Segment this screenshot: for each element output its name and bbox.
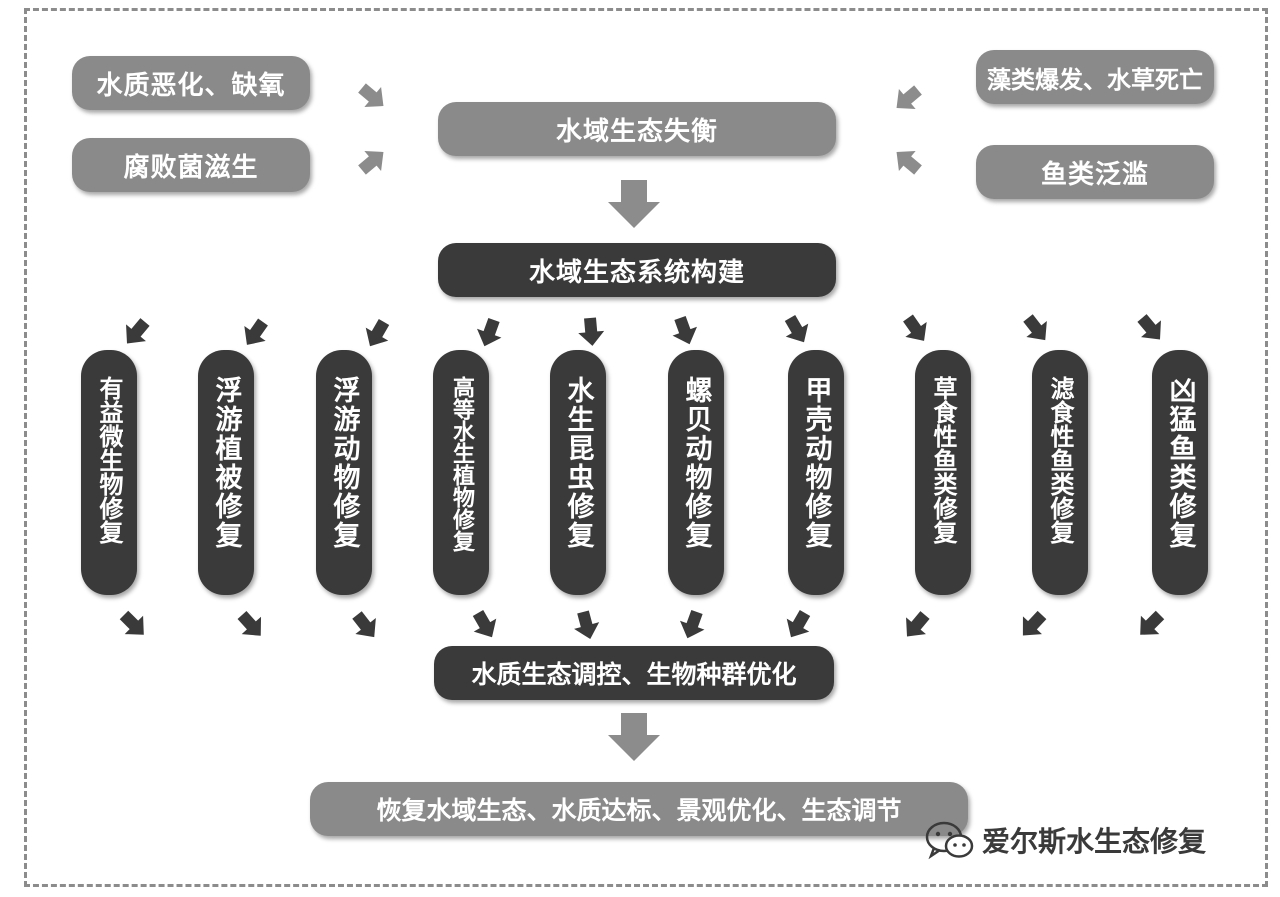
measure-label: 浮游动物修复 bbox=[328, 376, 360, 550]
measure-column: 滤食性鱼类修复 bbox=[1032, 350, 1088, 595]
measure-column: 甲壳动物修复 bbox=[788, 350, 844, 595]
measure-label: 螺贝动物修复 bbox=[680, 376, 712, 550]
measure-label: 滤食性鱼类修复 bbox=[1046, 376, 1074, 544]
arrow-icon bbox=[1131, 605, 1170, 644]
arrow-icon bbox=[236, 314, 274, 353]
arrow-icon bbox=[232, 606, 271, 645]
measure-label: 甲壳动物修复 bbox=[800, 376, 832, 550]
arrow-icon bbox=[353, 142, 392, 180]
watermark: 爱尔斯水生态修复 bbox=[924, 818, 1206, 862]
measure-label: 浮游植被修复 bbox=[210, 376, 242, 550]
arrow-icon bbox=[888, 80, 927, 118]
arrow-icon bbox=[466, 606, 504, 644]
arrow-icon bbox=[897, 310, 935, 349]
wechat-logo-icon bbox=[925, 821, 974, 860]
measure-column: 有益微生物修复 bbox=[81, 350, 137, 595]
problem-algae: 藻类爆发、水草死亡 bbox=[976, 50, 1214, 104]
arrow-icon bbox=[779, 606, 817, 644]
arrow-icon bbox=[472, 315, 507, 351]
arrow-icon bbox=[358, 315, 396, 353]
arrow-icon bbox=[353, 78, 392, 116]
construction-box: 水域生态系统构建 bbox=[438, 243, 836, 297]
arrow-icon bbox=[778, 311, 816, 349]
measure-column: 浮游植被修复 bbox=[198, 350, 254, 595]
measure-label: 高等水生植物修复 bbox=[449, 376, 474, 552]
problem-water-quality: 水质恶化、缺氧 bbox=[72, 56, 310, 110]
problem-fish: 鱼类泛滥 bbox=[976, 145, 1214, 199]
arrow-icon bbox=[675, 607, 710, 643]
regulation-box: 水质生态调控、生物种群优化 bbox=[434, 646, 834, 700]
arrow-icon bbox=[577, 316, 606, 348]
arrow-icon bbox=[570, 608, 603, 643]
measure-label: 有益微生物修复 bbox=[95, 376, 123, 544]
arrow-icon bbox=[117, 313, 155, 352]
measure-label: 水生昆虫修复 bbox=[562, 376, 594, 550]
arrow-icon bbox=[897, 606, 935, 645]
problem-bacteria: 腐败菌滋生 bbox=[72, 138, 310, 192]
measure-column: 水生昆虫修复 bbox=[550, 350, 606, 595]
arrow-icon bbox=[667, 313, 702, 349]
down-arrow-icon bbox=[608, 180, 660, 228]
measure-column: 螺贝动物修复 bbox=[668, 350, 724, 595]
arrow-icon bbox=[1013, 606, 1052, 645]
imbalance-box: 水域生态失衡 bbox=[438, 102, 836, 156]
measure-column: 草食性鱼类修复 bbox=[915, 350, 971, 595]
measure-column: 凶猛鱼类修复 bbox=[1152, 350, 1208, 595]
arrow-icon bbox=[888, 142, 927, 180]
arrow-icon bbox=[1132, 309, 1170, 348]
measure-label: 凶猛鱼类修复 bbox=[1164, 376, 1196, 550]
measure-column: 浮游动物修复 bbox=[316, 350, 372, 595]
outcome-box: 恢复水域生态、水质达标、景观优化、生态调节 bbox=[310, 782, 968, 836]
dashed-frame bbox=[24, 8, 1268, 887]
measure-column: 高等水生植物修复 bbox=[433, 350, 489, 595]
arrow-icon bbox=[114, 605, 153, 644]
measure-label: 草食性鱼类修复 bbox=[929, 376, 957, 544]
watermark-text: 爱尔斯水生态修复 bbox=[982, 825, 1207, 858]
arrow-icon bbox=[1017, 309, 1056, 349]
down-arrow-icon bbox=[608, 713, 660, 761]
arrow-icon bbox=[346, 606, 385, 646]
